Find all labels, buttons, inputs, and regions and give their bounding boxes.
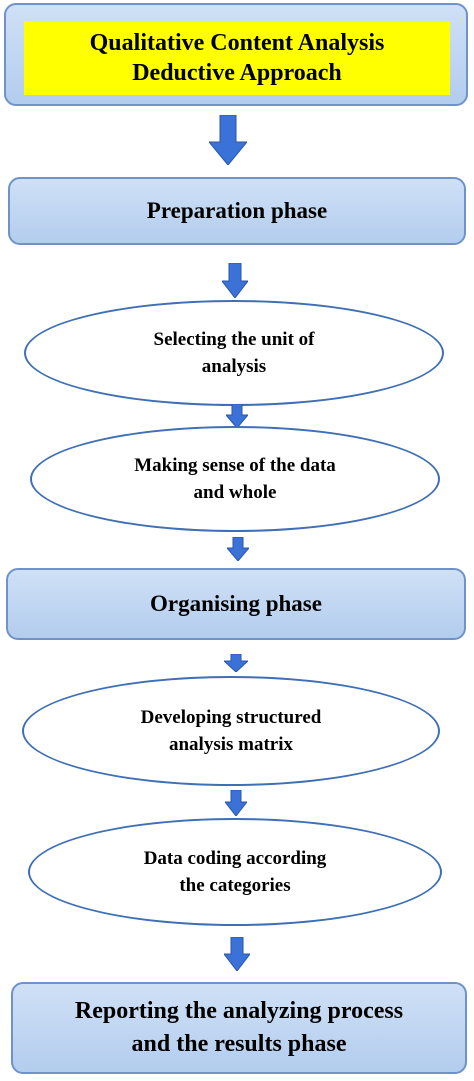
title-highlight: Qualitative Content Analysis Deductive A… <box>24 21 450 95</box>
organising-phase-box: Organising phase <box>6 568 466 640</box>
title-line-1: Qualitative Content Analysis <box>89 30 385 56</box>
arrow-down-icon <box>224 654 248 672</box>
arrow-down-icon <box>222 263 248 298</box>
making-sense-line-1: Making sense of the data <box>134 455 336 476</box>
arrow-down-icon <box>209 115 247 165</box>
developing-matrix-line-2: analysis matrix <box>168 734 293 755</box>
selecting-unit-ellipse: Selecting the unit of analysis <box>24 300 444 406</box>
reporting-line-2: and the results phase <box>131 1031 347 1057</box>
arrow-down-icon <box>226 404 248 428</box>
reporting-phase-box: Reporting the analyzing process and the … <box>11 982 467 1074</box>
preparation-phase-label: Preparation phase <box>146 198 328 223</box>
arrow-down-icon <box>227 537 249 561</box>
organising-phase-label: Organising phase <box>150 591 322 616</box>
developing-matrix-line-1: Developing structured <box>140 707 322 728</box>
selecting-unit-line-2: analysis <box>201 356 267 377</box>
reporting-line-1: Reporting the analyzing process <box>74 998 404 1024</box>
data-coding-line-1: Data coding according <box>143 848 327 869</box>
arrow-down-icon <box>224 937 250 971</box>
selecting-unit-line-1: Selecting the unit of <box>153 329 315 350</box>
making-sense-line-2: and whole <box>193 482 277 503</box>
developing-matrix-ellipse: Developing structured analysis matrix <box>22 676 440 786</box>
data-coding-line-2: the categories <box>179 875 291 896</box>
title-line-2: Deductive Approach <box>132 60 342 86</box>
arrow-down-icon <box>225 790 247 816</box>
title-box: Qualitative Content Analysis Deductive A… <box>4 3 468 106</box>
preparation-phase-box: Preparation phase <box>8 177 466 245</box>
data-coding-ellipse: Data coding according the categories <box>28 818 442 926</box>
making-sense-ellipse: Making sense of the data and whole <box>30 426 440 532</box>
